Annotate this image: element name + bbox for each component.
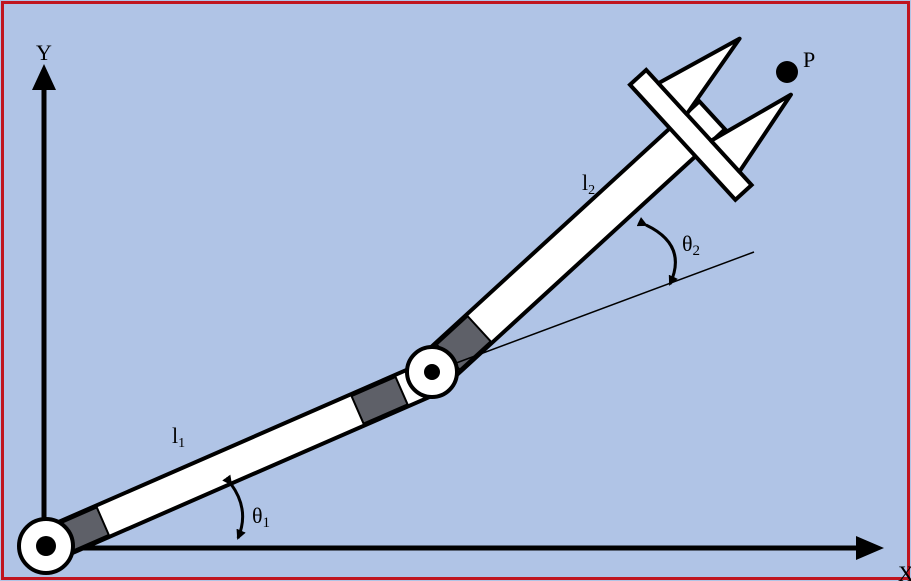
theta2-reference-line [431,251,755,373]
theta1-arc [222,474,246,540]
gripper-finger-lower [709,92,793,174]
link-2 [416,36,793,389]
base-joint-pin [36,536,56,556]
gripper-finger-upper [656,36,742,117]
target-point-p [776,61,798,83]
target-point-label: P [803,47,815,72]
x-axis-label: X [898,561,911,581]
theta2-arc [636,217,678,286]
theta2-label: θ2 [682,231,700,259]
link-1-elbow-sleeve [350,375,409,425]
y-axis-arrowhead [32,64,56,90]
x-axis-arrowhead [856,536,884,560]
elbow-joint-pin [424,364,440,380]
link-2-label: l2 [582,170,595,198]
gripper-crossbar [627,67,755,203]
link-1-label: l1 [172,423,185,451]
theta1-label: θ1 [252,503,270,531]
y-axis-label: Y [36,40,52,65]
